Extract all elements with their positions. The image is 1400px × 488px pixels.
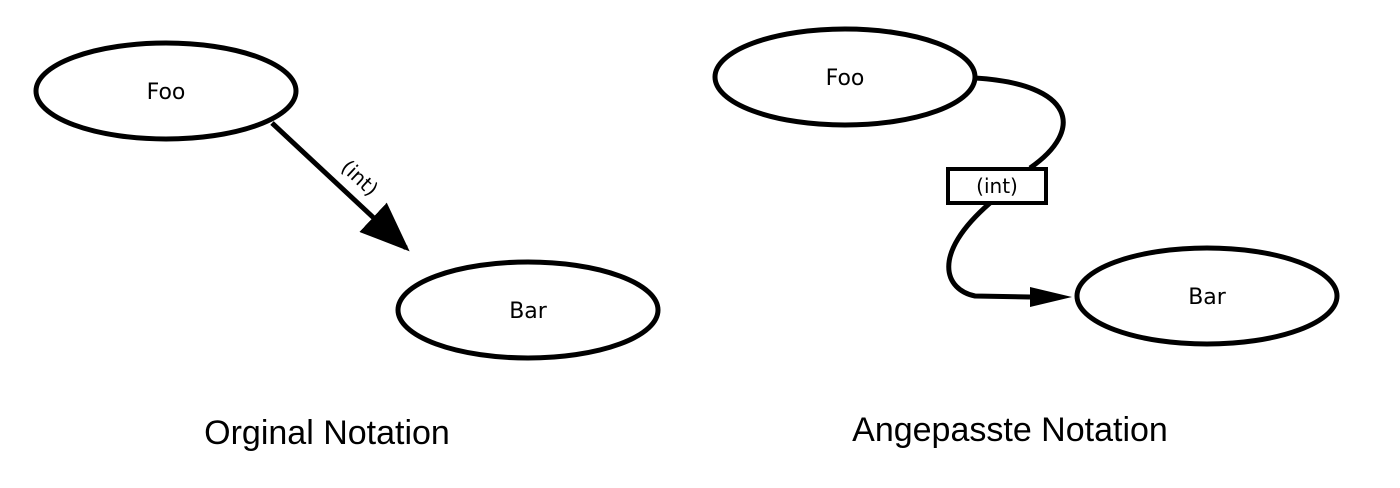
right-caption: Angepasste Notation [852,411,1168,449]
right-edge-foo-bar [946,75,1066,300]
right-node-bar-label: Bar [1188,285,1227,310]
left-edge-foo-bar [270,121,410,252]
left-caption: Orginal Notation [204,414,450,452]
right-node-foo [712,26,978,128]
left-node-bar-label: Bar [509,299,548,324]
left-diagram: Foo Bar (int) Orginal Notation [33,40,661,452]
right-edge-label-box [946,167,1048,205]
left-node-bar [395,259,661,361]
right-edge-label: (int) [976,174,1018,198]
right-node-foo-label: Foo [826,66,865,91]
left-edge-label: (int) [336,155,383,201]
right-diagram: Foo Bar (int) Angepasste Notation [712,26,1340,449]
right-node-bar [1074,245,1340,347]
left-node-foo [33,40,299,142]
left-node-foo-label: Foo [147,80,186,105]
right-edge-arrowhead [1030,287,1072,307]
